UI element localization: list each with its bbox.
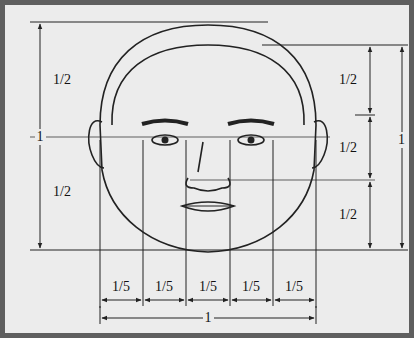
fifth-dimension: 1/5 — [110, 279, 132, 295]
unit-dimension: 1 — [203, 310, 214, 326]
fifth-dimension: 1/5 — [153, 279, 175, 295]
half-dimension: 1/2 — [337, 207, 359, 223]
fifth-dimension: 1/5 — [283, 279, 305, 295]
half-dimension: 1/2 — [51, 184, 73, 200]
unit-dimension: 1 — [396, 132, 407, 148]
half-dimension: 1/2 — [337, 72, 359, 88]
fifth-dimension: 1/5 — [197, 279, 219, 295]
unit-dimension: 1 — [35, 129, 46, 145]
half-dimension: 1/2 — [337, 140, 359, 156]
drawing-ground: 1/2 1 1/2 1/2 1/2 1 1/2 1/5 1/5 1/5 1/5 1/5 1 — [5, 5, 409, 333]
half-dimension: 1/2 — [51, 72, 73, 88]
fifth-dimension: 1/5 — [240, 279, 262, 295]
